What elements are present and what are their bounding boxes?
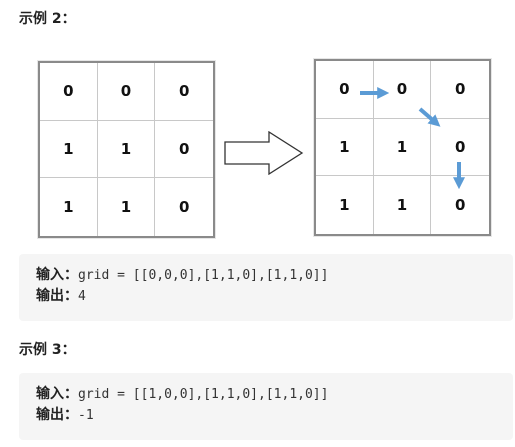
input-grid: 0 0 0 1 1 0 1 1 0 <box>38 61 215 238</box>
input-label: 输入： <box>36 267 78 283</box>
grid-cell: 0 <box>155 63 213 121</box>
grid-cell: 0 <box>431 61 489 119</box>
example-3-heading: 示例 3： <box>19 342 76 358</box>
output-line: 输出：4 <box>36 284 513 305</box>
output-value: 4 <box>78 289 86 304</box>
grid-cell: 0 <box>454 196 466 215</box>
grid-cell: 1 <box>316 118 374 177</box>
input-value: grid = [[0,0,0],[1,1,0],[1,1,0]] <box>78 268 329 283</box>
grid-cell: 1 <box>98 178 156 236</box>
output-value: -1 <box>78 408 94 423</box>
grid-cell: 1 <box>374 176 432 234</box>
grid-cell: 0 <box>431 119 489 177</box>
grid-cell: 0 <box>97 63 156 121</box>
input-line: 输入：grid = [[0,0,0],[1,1,0],[1,1,0]] <box>36 263 513 284</box>
grid-cell: 1 <box>40 120 98 179</box>
grid-cell: 0 <box>373 61 432 119</box>
grid-cell: 0 <box>155 121 213 179</box>
grid-cell: 0 <box>316 61 374 119</box>
example-2-heading: 示例 2： <box>19 11 76 27</box>
input-label: 输入： <box>36 386 78 402</box>
grid-cell: 1 <box>316 176 374 234</box>
grid-cell: 1 <box>40 178 98 236</box>
output-label: 输出： <box>36 288 78 304</box>
right-arrow-outline-icon <box>224 131 304 175</box>
grid-cell: 0 <box>178 198 190 217</box>
output-line: 输出：-1 <box>36 403 513 424</box>
grid-cell: 1 <box>373 118 432 177</box>
grid-cell: 0 <box>40 63 98 121</box>
grid-cell: 1 <box>97 120 156 179</box>
example-2-code-block: 输入：grid = [[0,0,0],[1,1,0],[1,1,0]] 输出：4 <box>19 254 513 321</box>
input-line: 输入：grid = [[1,0,0],[1,1,0],[1,1,0]] <box>36 382 513 403</box>
path-grid: 0 0 0 1 1 0 1 1 0 <box>314 59 491 236</box>
input-value: grid = [[1,0,0],[1,1,0],[1,1,0]] <box>78 387 329 402</box>
output-label: 输出： <box>36 407 78 423</box>
example-3-code-block: 输入：grid = [[1,0,0],[1,1,0],[1,1,0]] 输出：-… <box>19 373 513 440</box>
